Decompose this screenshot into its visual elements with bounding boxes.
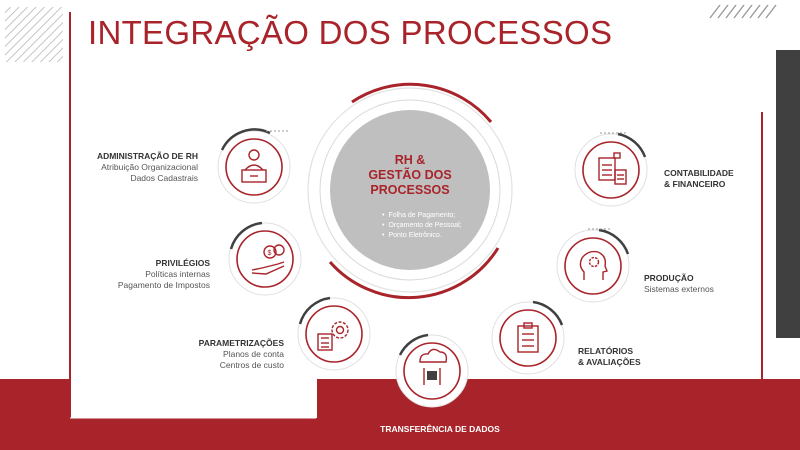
node-admin-line: Atribuição Organizacional: [101, 162, 198, 172]
node-producao-line: Sistemas externos: [644, 284, 714, 294]
node-transferencia-title: TRANSFERÊNCIA DE DADOS: [380, 424, 500, 434]
frame-bottom-box: [71, 379, 317, 418]
center-item: Folha de Pagamento;: [382, 211, 462, 221]
node-privilegios-line: Pagamento de Impostos: [117, 280, 210, 290]
node-relatorios-circle: [491, 300, 565, 375]
center-accent-arc-top: [351, 82, 493, 123]
cloud-transfer-icon: [419, 348, 448, 385]
hatch-decoration-right: [709, 4, 777, 19]
node-admin-label: ADMINISTRAÇÃO DE RH Atribuição Organizac…: [70, 151, 198, 184]
node-contabilidade-label: CONTABILIDADE & FINANCEIRO: [664, 168, 764, 190]
node-privilegios-circle: [228, 221, 302, 296]
center-item: Orçamento de Pessoal;: [382, 221, 461, 231]
node-contabilidade-title-line: & FINANCEIRO: [664, 179, 726, 189]
node-parametrizacoes-circle: [297, 296, 371, 371]
center-item: Ponto Eletrônico.: [382, 231, 462, 241]
receptionist-icon: [241, 149, 267, 183]
node-admin-title: ADMINISTRAÇÃO DE RH: [96, 151, 198, 161]
node-producao-label: PRODUÇÃO Sistemas externos: [644, 273, 754, 295]
node-privilegios-label: PRIVILÉGIOS Políticas internas Pagamento…: [90, 258, 210, 291]
clipboard-checklist-icon: [517, 322, 539, 353]
node-contabilidade-title-line: CONTABILIDADE: [664, 168, 734, 178]
center-title-line-2: GESTÃO DOS: [368, 168, 452, 182]
hatch-decoration-left: [5, 7, 63, 62]
node-privilegios-line: Políticas internas: [145, 269, 210, 279]
node-relatorios-title-line: & AVALIAÇÕES: [578, 357, 641, 367]
node-parametrizacoes-label: PARAMETRIZAÇÕES Planos de conta Centros …: [164, 338, 284, 371]
accounting-document-icon: [598, 152, 627, 185]
node-relatorios-title-line: RELATÓRIOS: [578, 346, 634, 356]
center-title: RH & GESTÃO DOS PROCESSOS: [350, 153, 470, 198]
center-accent-arc-bottom: [328, 247, 500, 300]
node-producao-title: PRODUÇÃO: [644, 273, 694, 283]
center-title-line-3: PROCESSOS: [370, 183, 450, 197]
node-admin-circle: [217, 128, 291, 204]
node-parametrizacoes-line: Centros de custo: [219, 360, 284, 370]
page-title: INTEGRAÇÃO DOS PROCESSOS: [88, 14, 613, 51]
center-item-list: Folha de Pagamento; Orçamento de Pessoal…: [382, 211, 462, 241]
node-privilegios-title: PRIVILÉGIOS: [155, 258, 210, 268]
money-hand-icon: $: [251, 244, 285, 275]
center-title-line-1: RH &: [394, 153, 426, 167]
svg-text:$: $: [268, 250, 272, 257]
calculator-gear-icon: [317, 321, 349, 351]
node-admin-line: Dados Cadastrais: [130, 173, 198, 183]
node-parametrizacoes-line: Planos de conta: [223, 349, 284, 359]
right-side-bar: [776, 50, 800, 338]
head-gear-icon: [579, 250, 608, 280]
node-parametrizacoes-title: PARAMETRIZAÇÕES: [198, 338, 284, 348]
node-relatorios-label: RELATÓRIOS & AVALIAÇÕES: [578, 346, 698, 368]
node-producao-circle: [556, 228, 630, 303]
